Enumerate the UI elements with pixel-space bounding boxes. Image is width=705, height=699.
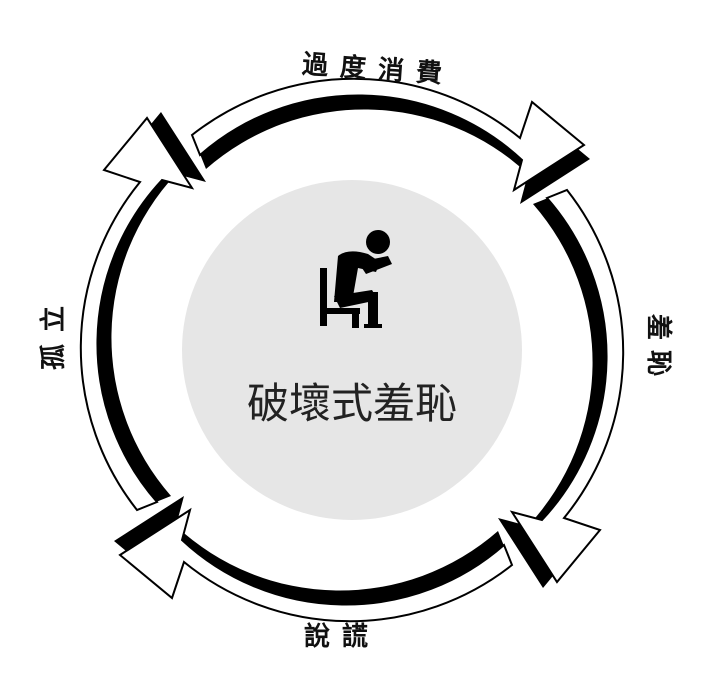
center-circle: [182, 180, 522, 520]
arrow-lying: [114, 496, 514, 623]
label-lying: 說謊: [304, 621, 380, 652]
arrow-overspending: [190, 77, 590, 204]
person-head-in-hands-icon: [320, 230, 392, 328]
label-isolation: 孤立: [38, 294, 69, 370]
arrow-shame: [498, 188, 625, 588]
arrow-isolation: [79, 112, 206, 512]
center-label: 破壞式羞恥: [247, 379, 457, 428]
label-shame: 羞恥: [643, 313, 674, 386]
